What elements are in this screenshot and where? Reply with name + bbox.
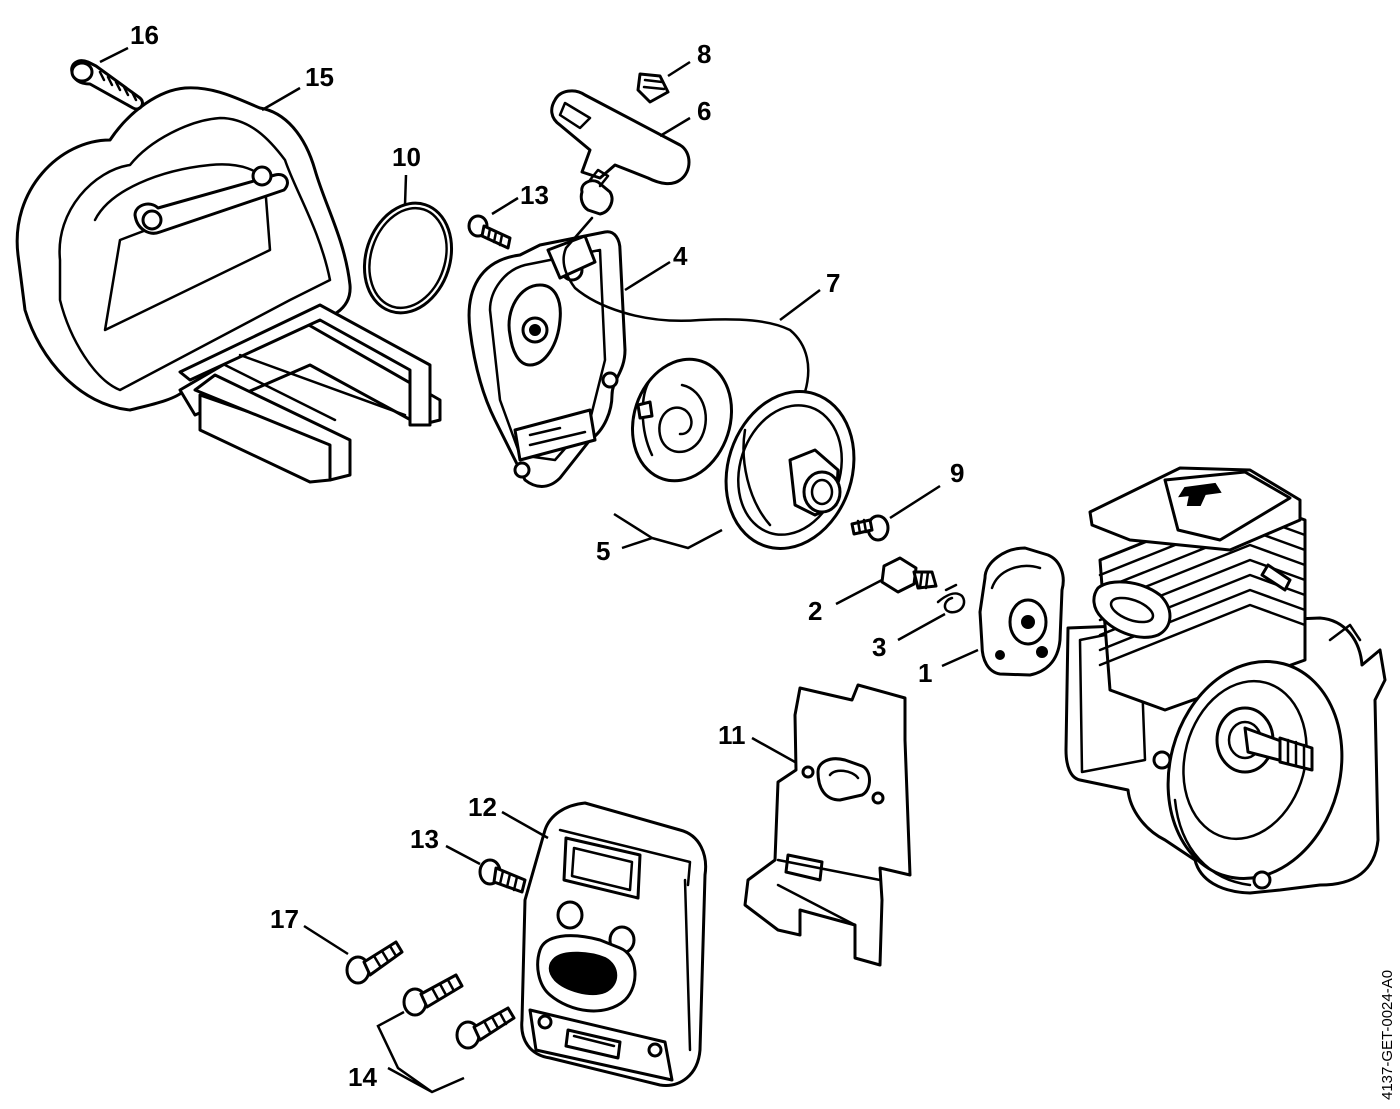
contact-spring-icon	[880, 556, 938, 594]
heat-shield-icon	[743, 683, 912, 967]
callout-12: 12	[468, 792, 497, 822]
leader-11	[751, 736, 796, 764]
leader-1	[941, 648, 979, 668]
leader-12	[501, 810, 549, 840]
screw-14-upper-icon	[402, 973, 464, 1017]
leader-10	[403, 174, 408, 206]
leader-7	[779, 289, 821, 321]
leader-14	[376, 1010, 465, 1094]
shroud-icon	[15, 86, 442, 484]
leader-6	[659, 116, 691, 138]
screw-9-icon	[850, 514, 890, 542]
leader-8	[667, 60, 691, 78]
o-ring-icon	[362, 201, 454, 315]
callout-1: 1	[918, 658, 932, 688]
starter-rope-icon	[562, 216, 810, 394]
leader-lines	[99, 46, 979, 1094]
callout-13-upper: 13	[520, 180, 549, 210]
leader-4	[624, 260, 671, 292]
screw-13-lower-icon	[478, 858, 527, 894]
callout-14: 14	[348, 1062, 377, 1092]
figure-code: 4137-GET-0024-A0	[1379, 970, 1396, 1100]
callouts: 16 15 10 13 8 6 4 7 9 5 2 3 1 11 12 13 1…	[130, 20, 964, 1092]
fan-housing-icon	[467, 230, 627, 488]
leader-15	[303, 924, 349, 956]
screw-13-upper-icon	[467, 214, 512, 250]
callout-8: 8	[697, 39, 711, 69]
callout-4: 4	[673, 241, 688, 271]
leader-3	[897, 612, 946, 642]
callout-3: 3	[872, 632, 886, 662]
callout-5: 5	[596, 536, 610, 566]
callout-6: 6	[697, 96, 711, 126]
callout-11: 11	[718, 720, 746, 750]
screw-14-lower-icon	[455, 1006, 516, 1050]
leader-5	[613, 512, 723, 550]
callout-16: 15	[305, 62, 334, 92]
screw-17-icon	[70, 59, 144, 111]
leader-2	[835, 578, 883, 606]
leader-13-lower	[445, 844, 481, 866]
callout-9: 9	[950, 458, 964, 488]
screw-15-icon	[345, 940, 404, 985]
callout-7: 7	[826, 268, 840, 298]
starter-grip-icon	[550, 89, 691, 216]
leader-17	[99, 46, 129, 64]
rewind-spring-icon	[630, 357, 734, 483]
muffler-icon	[520, 801, 708, 1087]
callout-17: 16	[130, 20, 159, 50]
callout-15: 17	[270, 904, 299, 934]
leader-13-upper	[491, 196, 519, 216]
callout-2: 2	[808, 596, 822, 626]
callout-13-lower: 13	[410, 824, 439, 854]
callout-10: 10	[392, 142, 421, 172]
leader-16	[261, 86, 301, 112]
grip-insert-icon	[636, 72, 670, 104]
leader-9	[889, 484, 941, 520]
ignition-baseplate-icon	[978, 546, 1065, 677]
spring-clip-icon	[936, 583, 966, 614]
engine-icon	[1064, 466, 1387, 895]
rope-rotor-icon	[724, 390, 856, 550]
